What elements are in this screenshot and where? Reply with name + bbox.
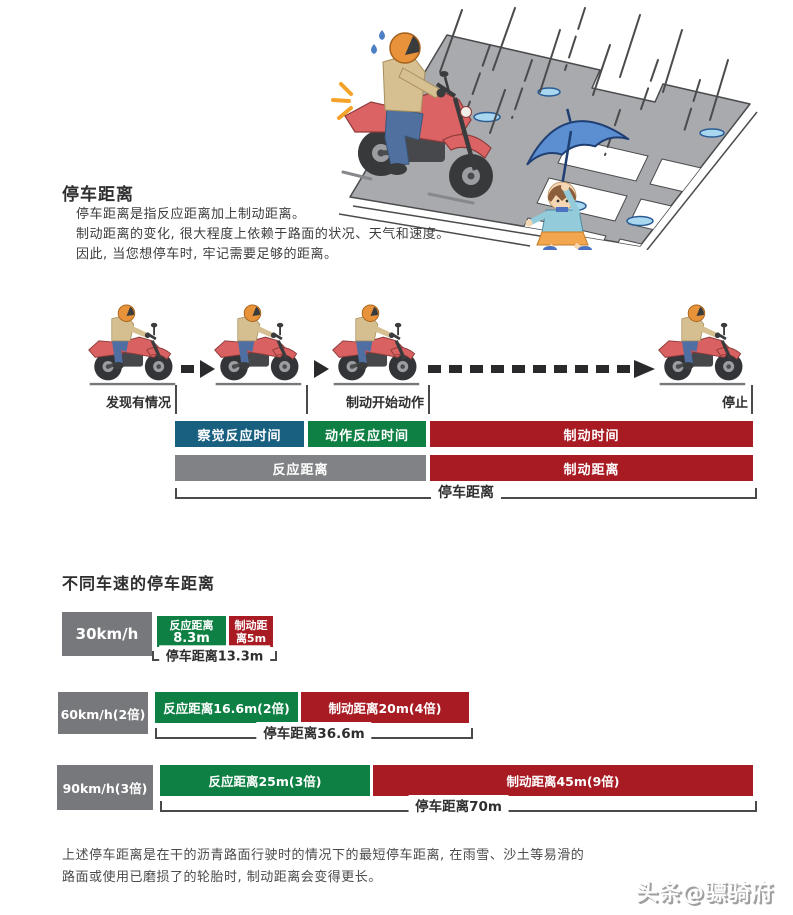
total-bracket-90: 停车距离70m (160, 795, 757, 815)
stopping-distance-bracket: 停车距离 (175, 482, 757, 502)
motorcycle-icon (656, 302, 748, 387)
action-time-bar: 动作反应时间 (308, 421, 426, 447)
reaction-bar-90: 反应距离25m(3倍) (160, 765, 370, 796)
total-label-60: 停车距离36.6m (256, 722, 372, 742)
tick-mark (751, 385, 753, 414)
stage-label-stop: 停止 (721, 396, 748, 411)
brake-bar-30-line1: 制动距 (234, 618, 268, 632)
intro-paragraph: 停车距离是指反应距离加上制动距离。 制动距离的变化, 很大程度上依赖于路面的状况… (76, 205, 496, 265)
perception-time-bar: 察觉反应时间 (175, 421, 304, 447)
page-title: 停车距离 (62, 185, 134, 205)
child-with-umbrella (525, 108, 630, 250)
speed-box-30: 30km/h (62, 612, 152, 656)
motorcycle-icon (212, 302, 304, 387)
reaction-bar-30: 反应距离 8.3m (157, 616, 226, 647)
footnote-line-2: 路面或使用已磨损了的轮胎时, 制动距离会变得更长。 (62, 870, 382, 885)
reaction-bar-60: 反应距离16.6m(2倍) (155, 692, 298, 723)
watermark: 头条@骠骑府 (636, 881, 775, 906)
reaction-bar-30-line1: 反应距离 (169, 618, 214, 632)
speed-box-90: 90km/h(3倍) (57, 765, 153, 810)
rain-road-illustration (331, 7, 758, 250)
total-bracket-30: 停车距离13.3m (152, 645, 277, 665)
umbrella-icon (526, 108, 630, 166)
stage-label-notice: 发现有情况 (105, 396, 171, 411)
stage-label-brake-start: 制动开始动作 (345, 396, 424, 411)
brake-bar-30: 制动距 离5m (229, 616, 273, 647)
tick-mark (175, 385, 177, 414)
braking-distance-bar: 制动距离 (430, 455, 753, 481)
total-label-90: 停车距离70m (408, 795, 509, 815)
reaction-bar-30-line2: 8.3m (173, 630, 210, 646)
speed-box-60: 60km/h(2倍) (58, 692, 148, 734)
brake-bar-30-line2: 离5m (235, 631, 267, 645)
brake-bar-60: 制动距离20m(4倍) (301, 692, 469, 723)
tick-mark (306, 385, 308, 414)
tick-mark (428, 385, 430, 414)
speed-section-heading: 不同车速的停车距离 (62, 574, 216, 593)
alert-spark-icon (331, 82, 353, 120)
footnote-line-1: 上述停车距离是在干的沥青路面行驶时的情况下的最短停车距离, 在雨雪、沙土等易滑的 (62, 848, 585, 863)
dashed-arrow-right-icon (428, 360, 655, 378)
curb-lines (338, 111, 758, 250)
brake-bar-90: 制动距离45m(9倍) (373, 765, 753, 796)
braking-time-bar: 制动时间 (430, 421, 753, 447)
motorcycle-icon (86, 302, 178, 387)
arrow-right-icon (314, 360, 329, 378)
intro-line-3: 因此, 当您想停车时, 牢记需要足够的距离。 (76, 247, 338, 262)
intro-line-1: 停车距离是指反应距离加上制动距离。 (76, 207, 306, 222)
footnote: 上述停车距离是在干的沥青路面行驶时的情况下的最短停车距离, 在雨雪、沙土等易滑的… (62, 845, 602, 889)
total-bracket-60: 停车距离36.6m (155, 722, 473, 742)
arrow-right-icon (181, 360, 215, 378)
stopping-distance-label: 停车距离 (431, 482, 501, 502)
intro-line-2: 制动距离的变化, 很大程度上依赖于路面的状况、天气和速度。 (76, 227, 450, 242)
motorcycle-icon (330, 302, 422, 387)
reaction-distance-bar: 反应距离 (175, 455, 426, 481)
total-label-30: 停车距离13.3m (158, 645, 271, 665)
sweat-drops-icon (371, 30, 385, 54)
motorcycle-rider (331, 30, 493, 205)
